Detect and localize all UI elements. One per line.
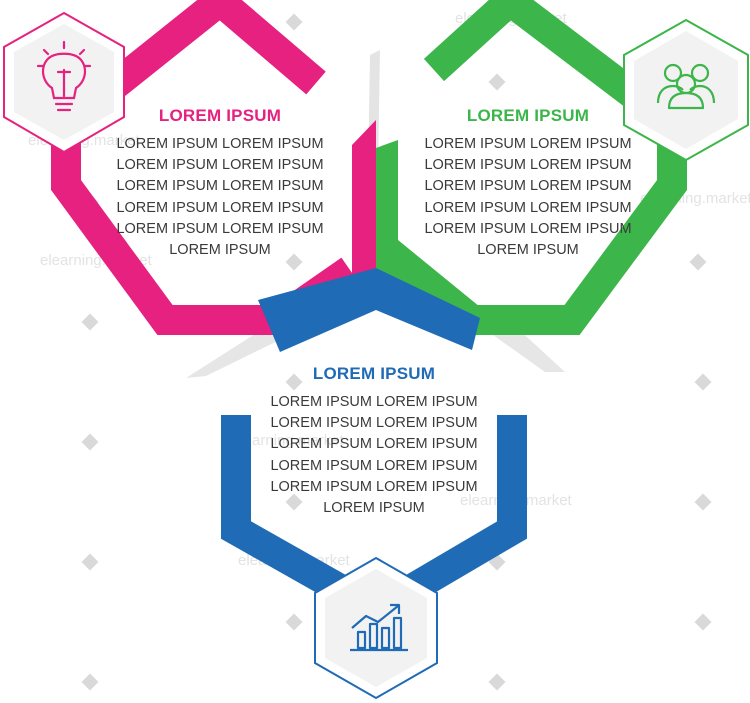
green-block-line: LOREM IPSUM LOREM IPSUM (424, 136, 632, 152)
pink-block-line: LOREM IPSUM LOREM IPSUM (116, 199, 324, 216)
pink-block-line: LOREM IPSUM LOREM IPSUM (116, 136, 324, 152)
green-block-title: LOREM IPSUM (466, 106, 590, 125)
green-hexagon (423, 0, 687, 335)
pink-block-line: LOREM IPSUM LOREM IPSUM (116, 157, 324, 174)
green-text-block: LOREM IPSUM LOREM IPSUM LOREM IPSUM LORE… (408, 106, 648, 261)
blue-text-block: LOREM IPSUM LOREM IPSUM LOREM IPSUM LORE… (254, 364, 494, 519)
blue-hexagon (221, 415, 527, 604)
watermark-text: elearning.market (232, 432, 344, 449)
pink-block-line: LOREM IPSUM (169, 242, 271, 259)
green-block-line: LOREM IPSUM LOREM IPSUM (424, 199, 632, 216)
blue-block-line: LOREM IPSUM LOREM IPSUM (270, 478, 478, 495)
pink-block-line: LOREM IPSUM LOREM IPSUM (116, 178, 324, 195)
green-block-line: LOREM IPSUM (477, 242, 579, 259)
green-block-line: LOREM IPSUM LOREM IPSUM (424, 157, 632, 174)
team-icon (656, 63, 716, 110)
lightbulb-icon (36, 40, 92, 112)
pink-fold (352, 120, 376, 298)
blue-block-title: LOREM IPSUM (312, 364, 436, 383)
blue-top-cap (258, 268, 480, 352)
green-badge-inner (634, 31, 738, 149)
green-block-line: LOREM IPSUM LOREM IPSUM (424, 220, 632, 237)
growth-chart-icon (350, 603, 408, 652)
blue-block-line: LOREM IPSUM LOREM IPSUM (270, 394, 478, 410)
blue-block-line: LOREM IPSUM LOREM IPSUM (270, 457, 478, 474)
blue-block-line: LOREM IPSUM LOREM IPSUM (270, 436, 478, 453)
pink-text-block: LOREM IPSUM LOREM IPSUM LOREM IPSUM LORE… (100, 106, 340, 261)
green-block-line: LOREM IPSUM LOREM IPSUM (424, 178, 632, 195)
blue-block-line: LOREM IPSUM (323, 500, 425, 517)
blue-block-line: LOREM IPSUM LOREM IPSUM (270, 415, 478, 432)
pink-block-title: LOREM IPSUM (158, 106, 282, 125)
pink-block-line: LOREM IPSUM LOREM IPSUM (116, 220, 324, 237)
